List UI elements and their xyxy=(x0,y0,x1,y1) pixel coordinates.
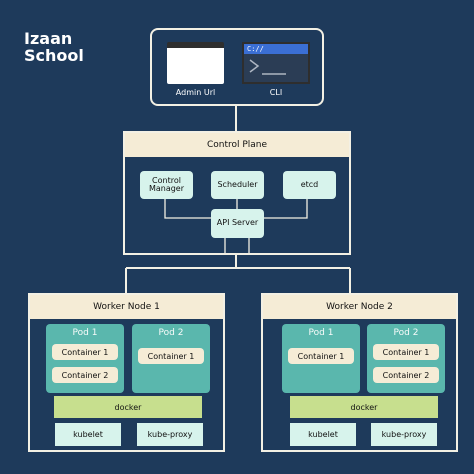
pod-title: Pod 2 xyxy=(158,328,184,338)
control-plane-title: Control Plane xyxy=(125,133,349,157)
worker-2-pod-1: Pod 1 Container 1 xyxy=(282,324,360,393)
docker-runtime-box: docker xyxy=(54,396,202,418)
kubelet-box: kubelet xyxy=(55,423,121,446)
container-box: Container 1 xyxy=(52,344,118,360)
worker-node-2-title: Worker Node 2 xyxy=(263,295,456,319)
brand-logo: Izaan School xyxy=(24,30,84,64)
container-box: Container 1 xyxy=(138,348,204,364)
kube-proxy-box: kube-proxy xyxy=(137,423,203,446)
cli-terminal-icon: C:// xyxy=(242,42,310,84)
kubelet-box: kubelet xyxy=(290,423,356,446)
container-box: Container 1 xyxy=(373,344,439,360)
worker-node-1-box: Worker Node 1 Pod 1 Container 1 Containe… xyxy=(28,293,225,452)
etcd-box: etcd xyxy=(283,171,336,199)
docker-runtime-box: docker xyxy=(290,396,438,418)
worker-1-pod-2: Pod 2 Container 1 xyxy=(132,324,210,393)
worker-1-pod-1: Pod 1 Container 1 Container 2 xyxy=(46,324,124,393)
worker-node-1-title: Worker Node 1 xyxy=(30,295,223,319)
control-plane-box: Control Plane Control Manager Scheduler … xyxy=(123,131,351,255)
pod-title: Pod 2 xyxy=(393,328,419,338)
worker-node-2-box: Worker Node 2 Pod 1 Container 1 Pod 2 Co… xyxy=(261,293,458,452)
container-box: Container 2 xyxy=(373,367,439,383)
controller-to-api-line xyxy=(164,197,211,219)
cli-prompt: C:// xyxy=(244,44,308,54)
scheduler-box: Scheduler xyxy=(211,171,264,199)
clients-box: Admin Url C:// CLI xyxy=(150,28,324,106)
worker-2-pod-2: Pod 2 Container 1 Container 2 xyxy=(367,324,445,393)
pod-title: Pod 1 xyxy=(308,328,334,338)
pod-title: Pod 1 xyxy=(72,328,98,338)
api-server-box: API Server xyxy=(211,209,264,238)
terminal-caret-icon xyxy=(249,59,286,75)
admin-url-label: Admin Url xyxy=(175,88,216,97)
kube-proxy-box: kube-proxy xyxy=(371,423,437,446)
admin-url-browser-icon xyxy=(167,42,224,84)
etcd-to-api-line xyxy=(264,197,308,219)
brand-line-1: Izaan xyxy=(24,29,73,48)
brand-line-2: School xyxy=(24,46,84,65)
controller-manager-box: Control Manager xyxy=(140,171,193,199)
container-box: Container 1 xyxy=(288,348,354,364)
cli-label: CLI xyxy=(269,88,283,97)
container-box: Container 2 xyxy=(52,367,118,383)
